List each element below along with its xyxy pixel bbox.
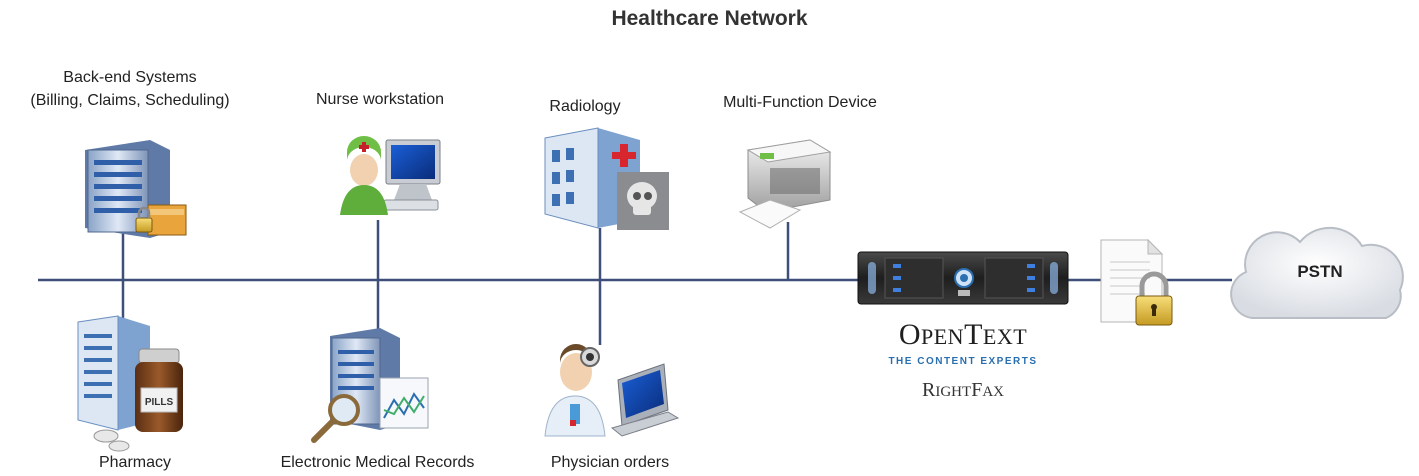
hospital-building-icon (544, 127, 640, 229)
laptop-icon (610, 363, 680, 437)
pharmacy-building-icon (77, 315, 150, 431)
opentext-tagline: THE CONTENT EXPERTS (888, 356, 1038, 367)
nurse-workstation-icon (340, 136, 441, 215)
mfd-label: Multi-Function Device (723, 94, 877, 111)
rightfax-wordmark: RIGHTFAX (858, 379, 1068, 402)
diagram-title: Healthcare Network (611, 7, 808, 30)
rightfax-server-icon (857, 251, 1069, 305)
nurse-label: Nurse workstation (315, 91, 445, 108)
rightfax-cap-r: R (922, 379, 936, 401)
opentext-cap-t: T (964, 318, 983, 351)
rightfax-rest-ax: AX (982, 384, 1004, 400)
pharmacy-label: Pharmacy (98, 454, 172, 471)
pills-label: PILLS (145, 397, 174, 408)
radiology-label: Radiology (549, 98, 621, 115)
backend-label-line2: (Billing, Claims, Scheduling) (30, 92, 230, 109)
opentext-open-rest: PEN (921, 324, 965, 349)
opentext-logo: OPENTEXT (858, 318, 1068, 352)
physician-label: Physician orders (550, 454, 670, 471)
padlock-icon (1135, 271, 1173, 326)
pill-bottle-icon: PILLS (93, 348, 183, 452)
opentext-text-rest: EXT (982, 324, 1028, 349)
xray-skull-icon (617, 172, 669, 230)
rightfax-cap-f: F (971, 379, 983, 401)
pstn-cloud-icon (1230, 226, 1404, 319)
server-cabinet-icon (85, 140, 187, 238)
pstn-label: PSTN (1297, 262, 1343, 281)
network-lines (38, 220, 1232, 345)
magnifier-icon (311, 394, 360, 443)
physician-icon (544, 344, 606, 437)
backend-label: Back-end Systems (Billing, Claims, Sched… (0, 66, 260, 112)
printer-icon (738, 139, 832, 229)
backend-label-line1: Back-end Systems (63, 69, 197, 86)
rightfax-rest-ight: IGHT (935, 384, 972, 400)
emr-label: Electronic Medical Records (280, 454, 475, 471)
opentext-cap-o: O (898, 318, 921, 351)
